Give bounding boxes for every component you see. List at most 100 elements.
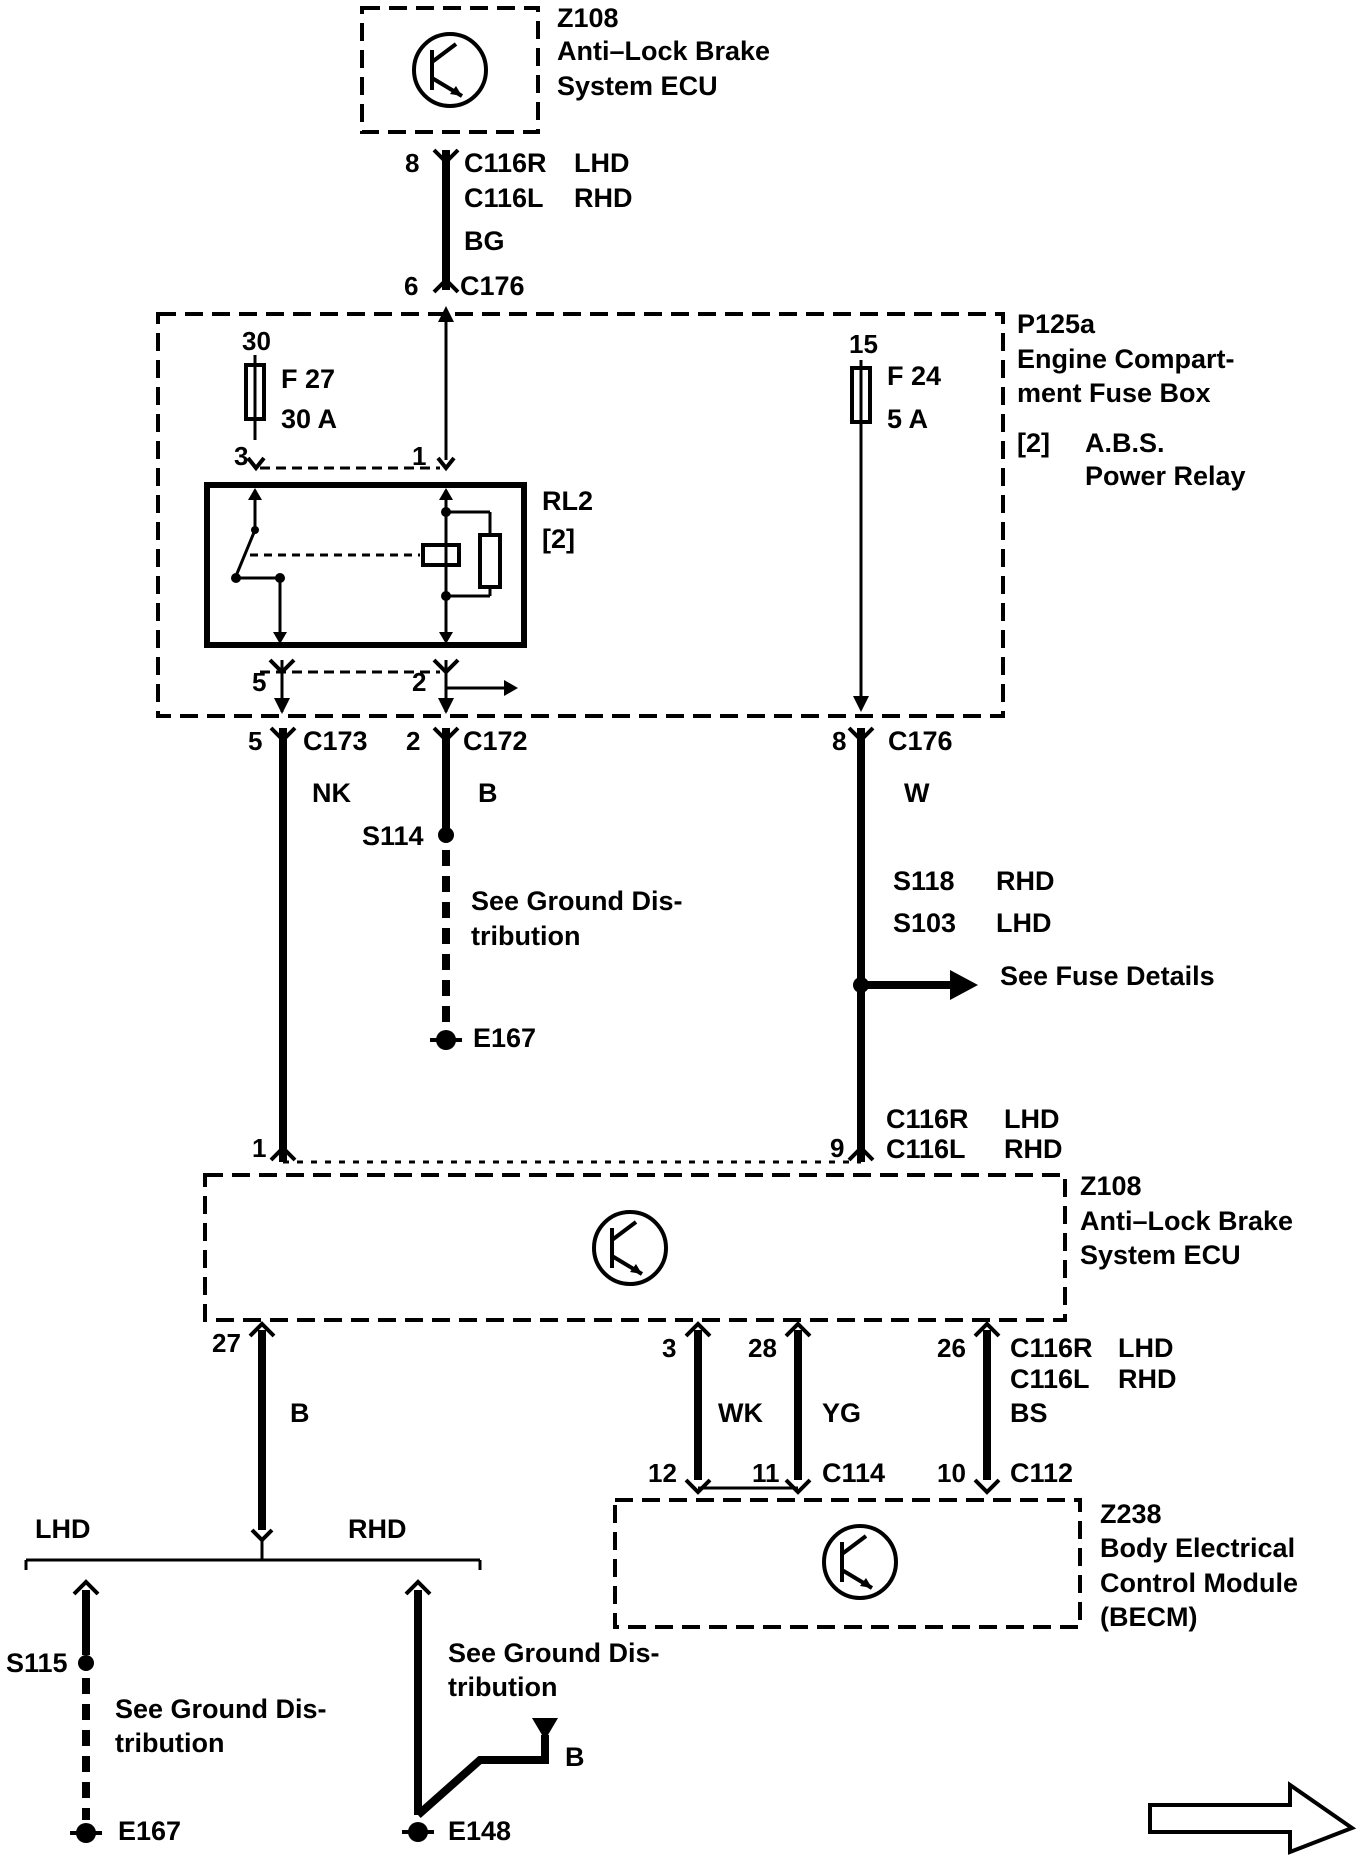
mid-ecu-ref: Z108 bbox=[1080, 1171, 1142, 1201]
relay-rl2 bbox=[204, 482, 527, 648]
becm-ref: Z238 bbox=[1100, 1499, 1162, 1529]
wire-bs-color: BS bbox=[1010, 1398, 1048, 1428]
ecu-pin-1: 1 bbox=[252, 1133, 266, 1163]
relay-pin-2: 2 bbox=[412, 667, 426, 697]
becm-conn-c112: C112 bbox=[1010, 1458, 1073, 1488]
top-pin-6: 6 bbox=[404, 271, 418, 301]
becm-transistor-icon bbox=[822, 1524, 898, 1600]
wire-wk-color: WK bbox=[718, 1398, 763, 1428]
variant-rhd: RHD bbox=[348, 1514, 407, 1544]
splice-s103-var: LHD bbox=[996, 908, 1052, 938]
ground-e148-icon bbox=[402, 1822, 434, 1842]
relay-name-1: A.B.S. bbox=[1085, 428, 1165, 458]
rhd-note-1: See Ground Dis- bbox=[448, 1638, 660, 1668]
ecu-conn-c116l-var: RHD bbox=[1004, 1134, 1063, 1164]
fuse-box-ref: P125a bbox=[1017, 309, 1096, 339]
becm-pin-11: 11 bbox=[752, 1458, 780, 1488]
becm-box bbox=[613, 1498, 1082, 1629]
relay-switch-icon bbox=[231, 488, 420, 644]
fuse-f27-pin: 30 bbox=[242, 326, 271, 356]
c176-pin: 8 bbox=[832, 726, 846, 756]
splice-s114-label: S114 bbox=[362, 821, 424, 851]
ecu-conn-c116l: C116L bbox=[886, 1134, 966, 1164]
top-conn-c116l-var: RHD bbox=[574, 183, 633, 213]
ground-e167-label: E167 bbox=[473, 1023, 536, 1053]
arrowhead-down-f24 bbox=[853, 696, 869, 712]
top-conn-c116r-var: LHD bbox=[574, 148, 630, 178]
mid-pin-28: 28 bbox=[748, 1333, 777, 1363]
mid-conn-c116l-var: RHD bbox=[1118, 1364, 1177, 1394]
splice-s115-label: S115 bbox=[6, 1648, 68, 1678]
wire-color-bg: BG bbox=[464, 226, 505, 256]
relay-pin-3: 3 bbox=[234, 441, 248, 471]
mid-pin-27: 27 bbox=[212, 1328, 241, 1358]
mid-pin-3: 3 bbox=[662, 1333, 676, 1363]
fuse-f27-name: F 27 bbox=[281, 364, 335, 394]
c173-label: C173 bbox=[303, 726, 368, 756]
top-ecu-ref: Z108 bbox=[557, 3, 619, 33]
mid-conn-c116r-var: LHD bbox=[1118, 1333, 1174, 1363]
top-conn-c116r: C116R bbox=[464, 148, 547, 178]
wire-27-color: B bbox=[290, 1398, 310, 1428]
fuse-box-name-2: ment Fuse Box bbox=[1017, 378, 1211, 408]
ecu-conn-c116r-var: LHD bbox=[1004, 1104, 1060, 1134]
relay-index: [2] bbox=[1017, 428, 1050, 458]
top-ecu-name-2: System ECU bbox=[557, 71, 718, 101]
c176-color: W bbox=[904, 778, 930, 808]
fuse-box-outline bbox=[156, 312, 1005, 718]
splice-s114 bbox=[438, 827, 454, 843]
rhd-b-arrow-icon bbox=[532, 1718, 558, 1740]
variant-lhd: LHD bbox=[35, 1514, 91, 1544]
mid-ecu-name-2: System ECU bbox=[1080, 1240, 1241, 1270]
next-page-arrow-icon[interactable] bbox=[1148, 1781, 1357, 1855]
wire-yg-color: YG bbox=[822, 1398, 861, 1428]
top-ecu-box bbox=[360, 6, 540, 134]
mid-pin-26: 26 bbox=[937, 1333, 966, 1363]
lhd-e167: E167 bbox=[118, 1816, 181, 1846]
fuse-f24-name: F 24 bbox=[887, 361, 941, 391]
rhd-b-label: B bbox=[565, 1742, 585, 1772]
c173-pin: 5 bbox=[248, 726, 262, 756]
fuse-f27-rating: 30 A bbox=[281, 404, 337, 434]
relay-coil-icon bbox=[421, 488, 502, 644]
lhd-note-1: See Ground Dis- bbox=[115, 1694, 327, 1724]
ground-note-1: See Ground Dis- bbox=[471, 886, 683, 916]
mid-ecu-name-1: Anti–Lock Brake bbox=[1080, 1206, 1293, 1236]
c172-label: C172 bbox=[463, 726, 528, 756]
splice-s118-var: RHD bbox=[996, 866, 1055, 896]
c172-pin: 2 bbox=[406, 726, 420, 756]
mid-ecu-box bbox=[203, 1173, 1067, 1322]
relay-pin-1: 1 bbox=[412, 441, 426, 471]
fuse-box-name-1: Engine Compart- bbox=[1017, 344, 1235, 374]
becm-pin-12: 12 bbox=[648, 1458, 677, 1488]
mid-conn-c116l: C116L bbox=[1010, 1364, 1090, 1394]
rhd-note-2: tribution bbox=[448, 1672, 557, 1702]
ground-e167-icon bbox=[430, 1030, 462, 1050]
ecu-conn-c116r: C116R bbox=[886, 1104, 969, 1134]
splice-s103: S103 bbox=[893, 908, 956, 938]
ecu-pin-9: 9 bbox=[830, 1133, 844, 1163]
splice-s115 bbox=[78, 1655, 94, 1671]
tap-arrow-icon bbox=[504, 680, 518, 696]
mid-ecu-transistor-icon bbox=[592, 1210, 668, 1286]
becm-pin-10: 10 bbox=[937, 1458, 966, 1488]
c172-color: B bbox=[478, 778, 498, 808]
becm-name-2: Control Module bbox=[1100, 1568, 1298, 1598]
relay-pin-5: 5 bbox=[252, 667, 266, 697]
top-conn-c176: C176 bbox=[460, 271, 525, 301]
becm-conn-c114: C114 bbox=[822, 1458, 885, 1488]
relay-ref-index: [2] bbox=[542, 524, 575, 554]
mid-conn-c116r: C116R bbox=[1010, 1333, 1093, 1363]
becm-name-1: Body Electrical bbox=[1100, 1533, 1295, 1563]
fuse-details-label: See Fuse Details bbox=[1000, 961, 1215, 991]
rhd-e148: E148 bbox=[448, 1816, 511, 1846]
ground-note-2: tribution bbox=[471, 921, 580, 951]
top-ecu-transistor-icon bbox=[412, 32, 488, 108]
wire-rhd-b bbox=[415, 1735, 549, 1818]
ground-e167-lhd-icon bbox=[70, 1823, 102, 1843]
top-ecu-pin: 8 bbox=[405, 148, 419, 178]
fuse-f24-pin: 15 bbox=[849, 329, 878, 359]
splice-s118: S118 bbox=[893, 866, 955, 896]
top-ecu-name-1: Anti–Lock Brake bbox=[557, 36, 770, 66]
